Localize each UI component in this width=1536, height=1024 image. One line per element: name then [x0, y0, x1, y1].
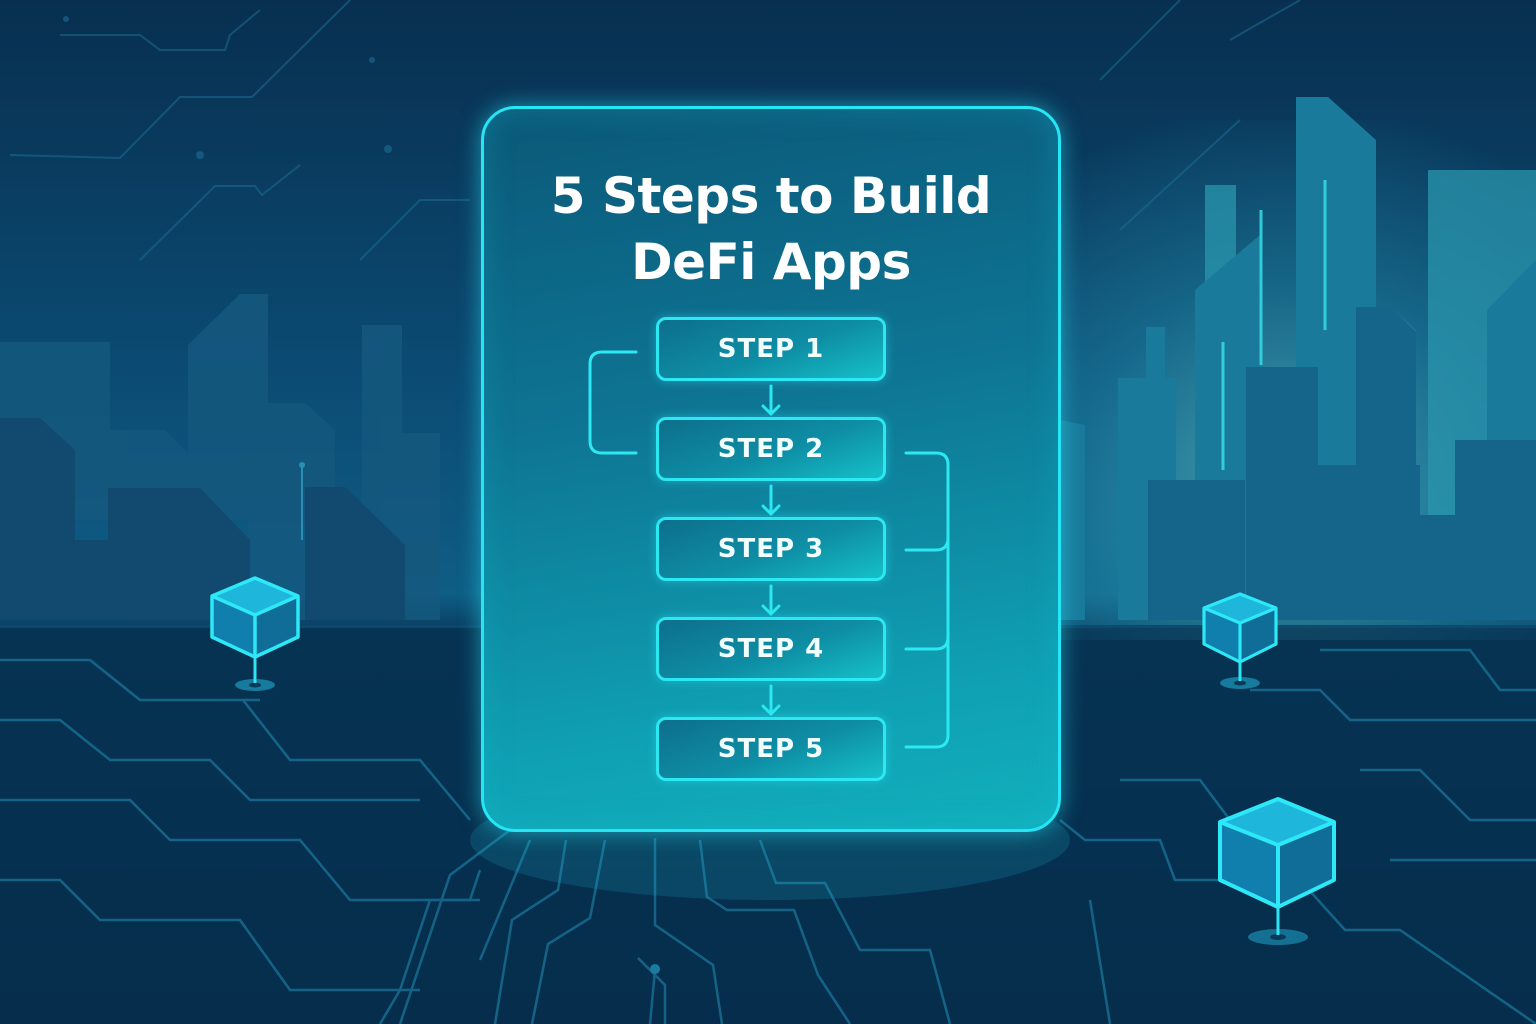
- step-5-box[interactable]: STEP 5: [656, 717, 886, 781]
- left-skyline-front: [0, 418, 405, 620]
- steps-card: 5 Steps to Build DeFi Apps STEP 1 STEP 2…: [481, 106, 1061, 832]
- step-2-box[interactable]: STEP 2: [656, 417, 886, 481]
- step-label: STEP 4: [717, 634, 825, 664]
- step-label: STEP 5: [717, 734, 825, 764]
- sky-circuit-traces: [9, 0, 1301, 261]
- step-label: STEP 3: [717, 534, 825, 564]
- loop-bracket-right: [904, 451, 950, 749]
- step-1-box[interactable]: STEP 1: [656, 317, 886, 381]
- right-skyline-neon: [1221, 180, 1327, 470]
- blockchain-cube-icon: [1202, 592, 1278, 689]
- loop-bracket-left: [588, 350, 638, 455]
- step-label: STEP 2: [717, 434, 825, 464]
- title-line-2: DeFi Apps: [631, 233, 911, 291]
- step-3-box[interactable]: STEP 3: [656, 517, 886, 581]
- blockchain-cube-icon: [210, 576, 300, 691]
- step-label: STEP 1: [717, 334, 825, 364]
- right-skyline-front: [1148, 307, 1536, 620]
- step-4-box[interactable]: STEP 4: [656, 617, 886, 681]
- card-title: 5 Steps to Build DeFi Apps: [484, 163, 1058, 295]
- ground-circuit-traces: [0, 648, 1536, 1024]
- blockchain-cube-icon: [1218, 797, 1336, 945]
- title-line-1: 5 Steps to Build: [550, 167, 992, 225]
